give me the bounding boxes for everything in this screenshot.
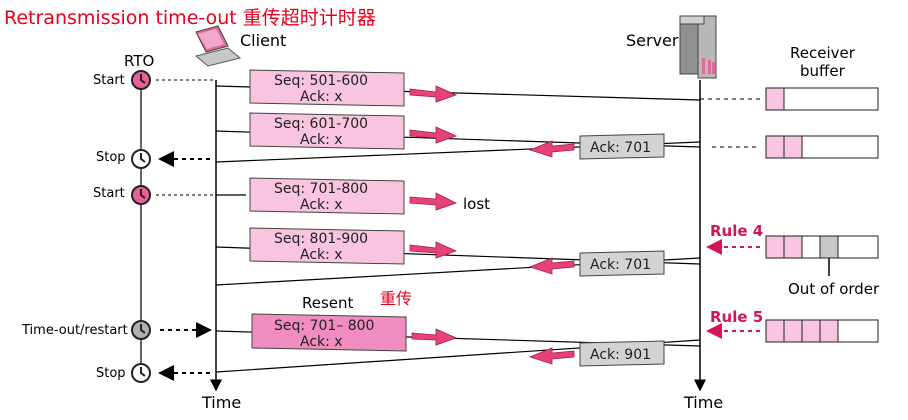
resent-cn-label: 重传 <box>380 289 412 308</box>
server-label: Server <box>626 31 679 50</box>
receiver-buffer-4 <box>765 319 879 343</box>
segment-box-4: Seq: 801-900 Ack: x <box>249 227 405 265</box>
timer-event-start-1: Start <box>93 70 216 90</box>
rule5-label: Rule 5 <box>710 308 763 326</box>
segment-box-1: Seq: 501-600 Ack: x <box>249 69 405 107</box>
segment-seq: Seq: 501-600 <box>274 73 368 89</box>
resent-label: Resent <box>302 294 354 312</box>
timer-event-label: Time-out/restart <box>21 323 128 338</box>
segment-box-3: Seq: 701-800 Ack: x <box>249 177 405 215</box>
ack-label: Ack: 901 <box>590 347 651 363</box>
timer-event-label: Stop <box>96 150 126 165</box>
rto-label: RTO <box>124 52 154 70</box>
timer-event-start-2: Start <box>93 185 216 205</box>
ack-label: Ack: 701 <box>590 140 651 156</box>
timer-event-label: Start <box>93 73 125 88</box>
segment-ack: Ack: x <box>300 334 343 350</box>
receiver-buffer-label-2: buffer <box>800 62 846 80</box>
forward-arrow-icon <box>409 126 458 144</box>
ack-box-1: Ack: 701 <box>579 133 665 160</box>
receiver-buffer-3 <box>765 235 879 259</box>
client-label: Client <box>240 31 286 50</box>
backward-arrow-icon <box>528 140 575 158</box>
ack-box-2: Ack: 701 <box>579 250 665 277</box>
time-label-server: Time <box>683 393 723 412</box>
time-label-client: Time <box>201 393 241 412</box>
segment-seq: Seq: 801-900 <box>274 231 368 247</box>
segment-seq: Seq: 701-800 <box>274 181 368 197</box>
forward-arrow-icon <box>409 192 458 211</box>
lost-label: lost <box>463 195 490 213</box>
forward-arrow-icon <box>411 328 458 346</box>
receiver-buffer-1 <box>765 87 879 111</box>
segment-ack: Ack: x <box>300 132 343 148</box>
timer-event-stop-2: Stop <box>96 363 210 383</box>
laptop-icon <box>194 25 242 67</box>
segment-ack: Ack: x <box>300 247 343 263</box>
timer-event-label: Start <box>93 186 125 201</box>
segment-box-2: Seq: 601-700 Ack: x <box>249 112 405 150</box>
ack-box-3: Ack: 901 <box>579 340 665 367</box>
server-icon <box>679 15 717 79</box>
backward-arrow-icon <box>528 257 575 275</box>
ack-label: Ack: 701 <box>590 257 651 273</box>
rule4-label: Rule 4 <box>710 222 763 240</box>
timer-event-label: Stop <box>96 366 126 381</box>
segment-box-5: Seq: 701– 800 Ack: x <box>251 313 407 352</box>
timer-event-stop-1: Stop <box>96 149 210 169</box>
diagram-title: Retransmission time-out 重传超时计时器 <box>4 7 376 29</box>
forward-arrow-icon <box>409 241 458 259</box>
receiver-buffer-2 <box>765 135 879 159</box>
segment-seq: Seq: 601-700 <box>274 116 368 132</box>
out-of-order-label: Out of order <box>788 280 880 298</box>
backward-arrow-icon <box>528 347 575 365</box>
segment-ack: Ack: x <box>300 89 343 105</box>
timer-event-restart: Time-out/restart <box>21 320 212 340</box>
forward-arrow-icon <box>409 85 458 103</box>
segment-seq: Seq: 701– 800 <box>274 318 374 334</box>
segment-ack: Ack: x <box>300 197 343 213</box>
receiver-buffer-label-1: Receiver <box>790 44 856 62</box>
